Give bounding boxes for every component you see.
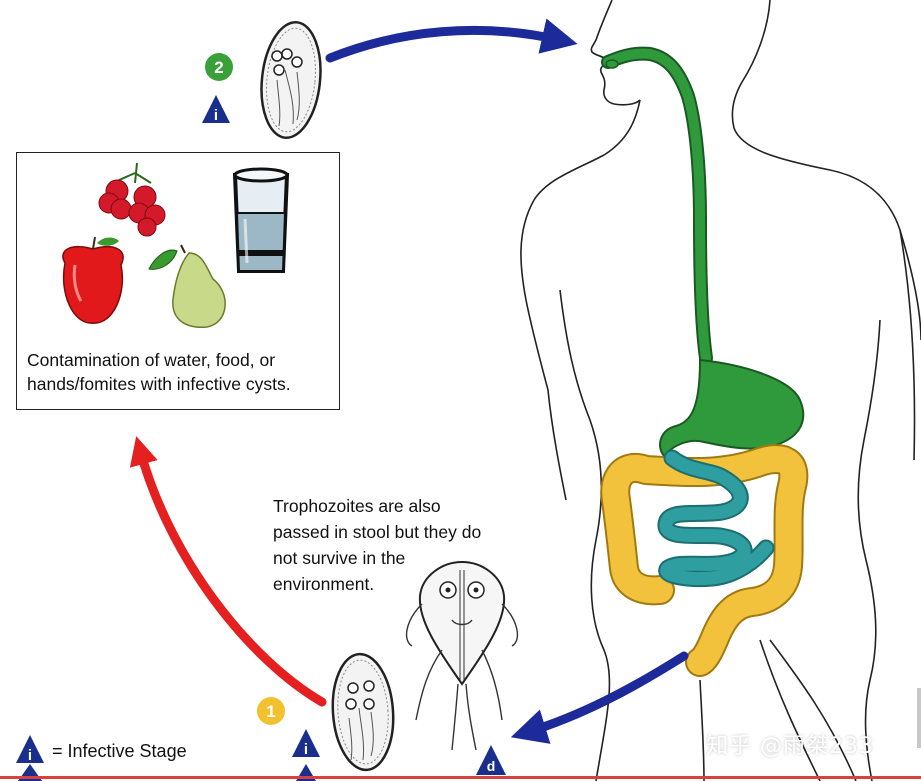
cyst-icon [260, 20, 322, 140]
raspberry-icon [98, 162, 166, 237]
contamination-food-illustrations [62, 162, 290, 328]
page-edge-shadow [917, 688, 921, 748]
contamination-panel: Contamination of water, food, or hands/f… [16, 152, 340, 410]
stage-2-number: 2 [214, 58, 223, 77]
legend: = Infective Stage [14, 733, 187, 769]
pear-icon [148, 244, 226, 328]
stage-1-badge: 1 [257, 697, 285, 725]
legend-infective-icon: i [16, 735, 44, 764]
human-body-outline [520, 0, 921, 781]
cyst-icon [331, 652, 395, 772]
trophozoite-icon [405, 560, 519, 751]
small-intestine [657, 449, 775, 587]
diagnostic-marker-letter: d [487, 758, 496, 774]
infective-stage-marker: i [292, 729, 320, 758]
apple-icon [62, 236, 124, 324]
legend-marker-letter: i [28, 747, 32, 764]
infective-marker-letter: i [214, 107, 218, 124]
esophagus-and-stomach [601, 46, 805, 458]
contamination-caption: Contamination of water, food, or hands/f… [27, 350, 291, 394]
infective-stage-marker: i [202, 95, 230, 124]
legend-infective-label: = Infective Stage [52, 740, 187, 761]
watermark: 知乎 @雨桀233 [706, 734, 874, 759]
excretion-arrow [510, 651, 689, 744]
large-intestine [600, 444, 809, 677]
diagnostic-stage-marker: d [476, 745, 506, 775]
water-glass-icon [232, 167, 290, 273]
ingestion-arrow [325, 18, 578, 63]
infective-marker-letter: i [304, 741, 308, 758]
trophozoite-note: Trophozoites are also passed in stool bu… [273, 496, 482, 594]
stage-2-badge: 2 [205, 53, 233, 81]
environment-arrow [129, 436, 327, 707]
stage-1-number: 1 [266, 702, 275, 721]
bottom-border [0, 776, 921, 779]
